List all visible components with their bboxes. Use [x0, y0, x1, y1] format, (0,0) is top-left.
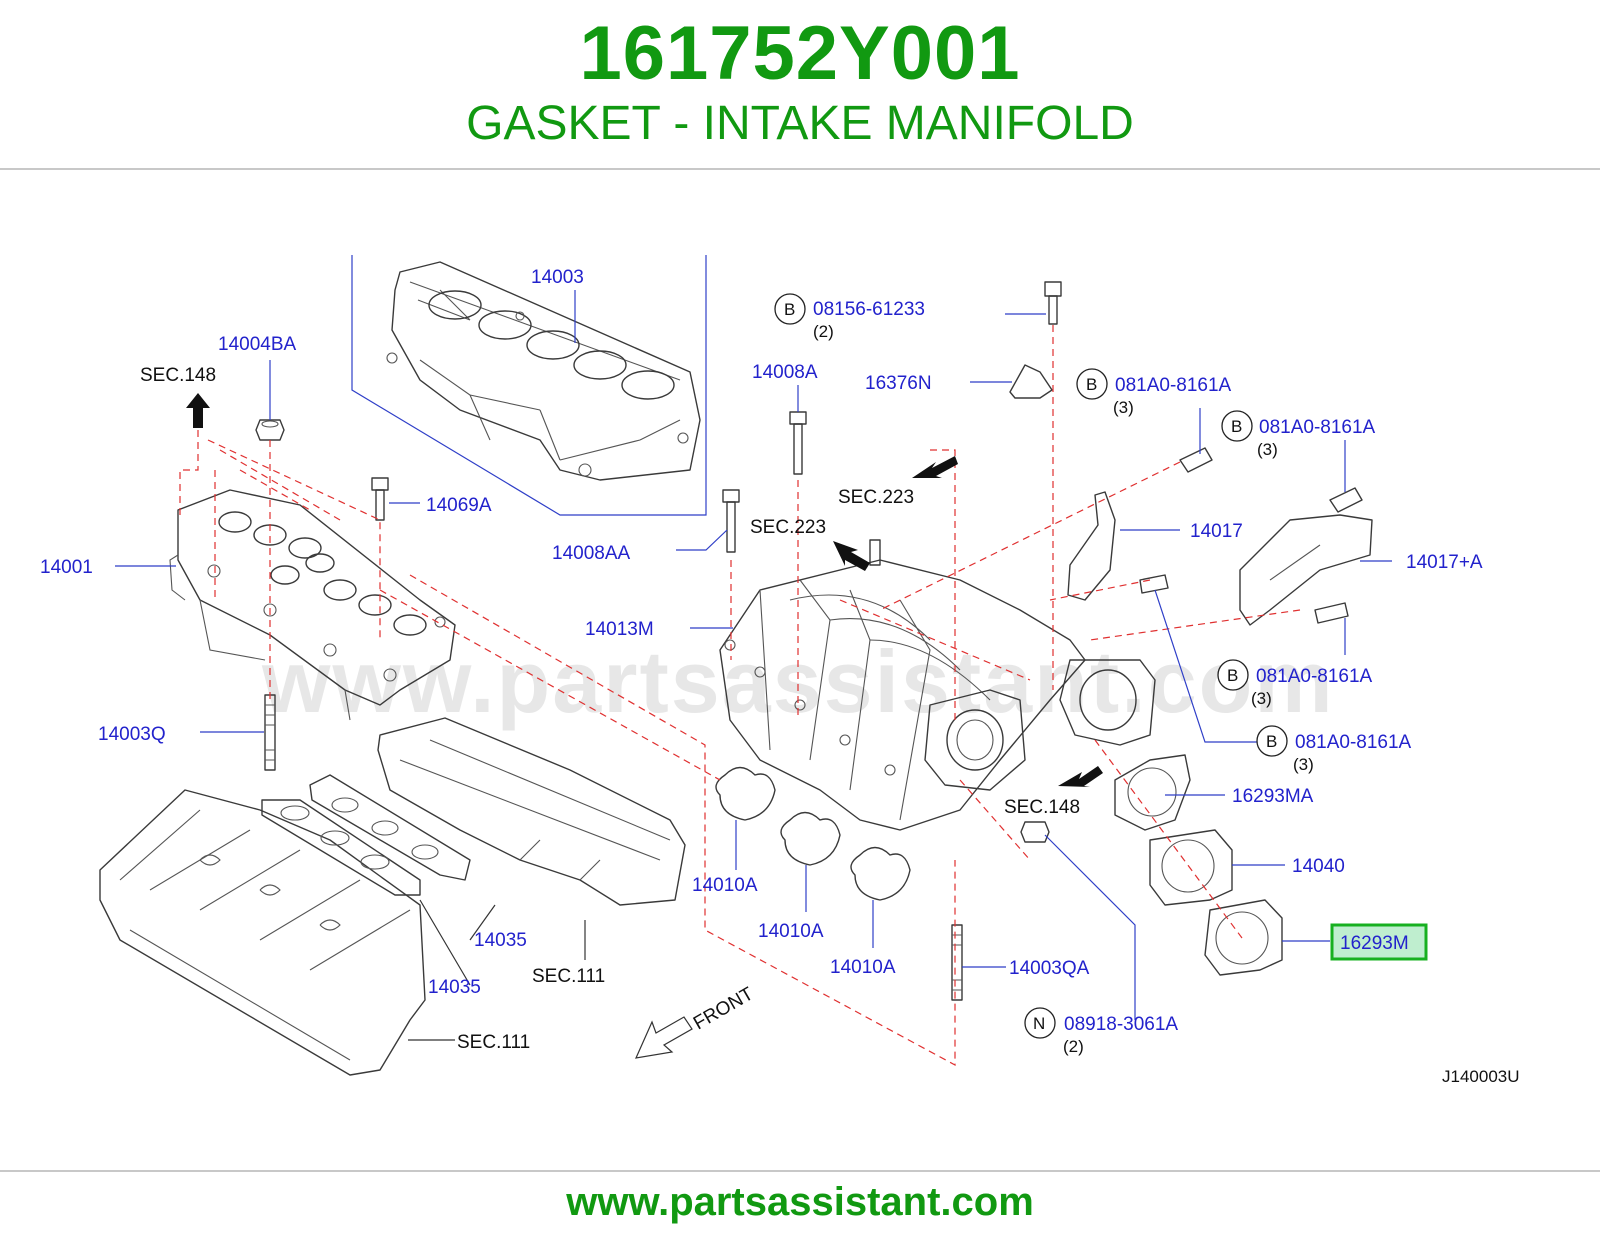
- label-16293M[interactable]: 16293M: [1340, 933, 1409, 954]
- front-label: FRONT: [690, 983, 758, 1034]
- gasket-16293MA-drawing: [1114, 754, 1191, 831]
- front-arrow[interactable]: [634, 1016, 693, 1059]
- label-14040[interactable]: 14040: [1292, 856, 1345, 877]
- qty-08918: (2): [1063, 1037, 1084, 1056]
- sec148-arrow-right: [1058, 766, 1103, 787]
- sec-148-right[interactable]: SEC.148: [1004, 797, 1080, 818]
- cylinder-head-drawing: [99, 789, 426, 1076]
- label-14017[interactable]: 14017: [1190, 521, 1243, 542]
- stud-14003QA-drawing: [951, 924, 963, 1001]
- footer-divider: [0, 1170, 1600, 1172]
- bolt-08156-drawing: [1044, 281, 1062, 325]
- badge-n-08918: [1024, 1007, 1056, 1039]
- highlight-box: [1330, 923, 1428, 961]
- sec-148-left[interactable]: SEC.148: [140, 365, 216, 386]
- badge-b-08156: [774, 293, 806, 325]
- badge-b-081A0-3: [1217, 659, 1249, 691]
- sec-223-upper[interactable]: SEC.223: [838, 487, 914, 508]
- intake-manifold-14013M-drawing: [719, 539, 1156, 831]
- label-14013M[interactable]: 14013M: [585, 619, 654, 640]
- label-14003QA[interactable]: 14003QA: [1009, 958, 1090, 979]
- badge-letter-b-08156: B: [784, 300, 795, 319]
- bracket-14017-drawing: [1067, 491, 1116, 601]
- bolts-14008-drawing: [722, 411, 807, 553]
- alignment-lines: [179, 325, 1301, 1067]
- label-081A0-8161A-2[interactable]: 081A0-8161A: [1259, 417, 1376, 438]
- badge-letter-b-081A0-2: B: [1231, 417, 1242, 436]
- label-14008AA[interactable]: 14008AA: [552, 543, 631, 564]
- diagram-code: J140003U: [1442, 1067, 1520, 1086]
- sec223-arrow-upper: [912, 456, 958, 478]
- nut-14004BA-drawing: [255, 419, 285, 441]
- badge-letter-n-08918: N: [1033, 1014, 1045, 1033]
- part-name: GASKET - INTAKE MANIFOLD: [466, 97, 1134, 150]
- label-14008A[interactable]: 14008A: [752, 362, 818, 383]
- watermark: www.partsassistant.com: [261, 632, 1335, 731]
- label-14017A[interactable]: 14017+A: [1406, 552, 1483, 573]
- qty-081A0-3: (3): [1251, 689, 1272, 708]
- label-14035-upper[interactable]: 14035: [474, 930, 527, 951]
- label-14001[interactable]: 14001: [40, 557, 93, 578]
- footer-url[interactable]: www.partsassistant.com: [566, 1180, 1034, 1224]
- label-14003[interactable]: 14003: [531, 267, 584, 288]
- qty-081A0-1: (3): [1113, 398, 1134, 417]
- badge-letter-b-081A0-1: B: [1086, 375, 1097, 394]
- label-081A0-8161A-3[interactable]: 081A0-8161A: [1256, 666, 1373, 687]
- label-08918-3061A[interactable]: 08918-3061A: [1064, 1014, 1178, 1035]
- label-081A0-8161A-1[interactable]: 081A0-8161A: [1115, 375, 1232, 396]
- bolts-081A0-drawing: [1139, 447, 1363, 624]
- sec-111-low[interactable]: SEC.111: [457, 1032, 530, 1053]
- label-14069A[interactable]: 14069A: [426, 495, 492, 516]
- label-16376N[interactable]: 16376N: [865, 373, 932, 394]
- sec-223-lower[interactable]: SEC.223: [750, 517, 826, 538]
- badge-letter-b-081A0-3: B: [1227, 666, 1238, 685]
- label-14035-lower[interactable]: 14035: [428, 977, 481, 998]
- qty-081A0-4: (3): [1293, 755, 1314, 774]
- badge-b-081A0-4: [1256, 725, 1288, 757]
- part-number: 161752Y001: [579, 11, 1021, 96]
- bracket-14017A-drawing: [1239, 514, 1373, 626]
- header-divider: [0, 168, 1600, 170]
- sec223-arrow-lower: [833, 541, 870, 571]
- page-header: 161752Y001 GASKET - INTAKE MANIFOLD: [0, 0, 1600, 168]
- gasket-14035-drawing: [261, 774, 471, 896]
- badge-letter-b-081A0-4: B: [1266, 732, 1277, 751]
- leader-lines: [115, 290, 1392, 1041]
- nut-08918-drawing: [1020, 821, 1050, 843]
- label-14003Q[interactable]: 14003Q: [98, 724, 166, 745]
- label-14010A-2[interactable]: 14010A: [758, 921, 824, 942]
- spacer-14040-drawing: [1149, 829, 1233, 906]
- badge-b-081A0-1: [1076, 368, 1108, 400]
- sec148-up-arrow: [186, 393, 210, 428]
- intake-manifold-14001-drawing: [169, 489, 456, 721]
- badge-b-081A0-2: [1221, 410, 1253, 442]
- bolt-14069A-drawing: [371, 477, 389, 521]
- label-14004BA[interactable]: 14004BA: [218, 334, 297, 355]
- label-16293MA[interactable]: 16293MA: [1232, 786, 1314, 807]
- gasket-16293M-drawing: [1204, 899, 1283, 976]
- sec-111-mid[interactable]: SEC.111: [532, 966, 605, 987]
- bracket-16376N-drawing: [1009, 364, 1053, 399]
- label-14010A-3[interactable]: 14010A: [830, 957, 896, 978]
- label-08156-61233[interactable]: 08156-61233: [813, 299, 925, 320]
- gaskets-14010A-drawing: [715, 766, 911, 901]
- upper-intake-manifold-drawing: [351, 255, 707, 516]
- label-081A0-8161A-4[interactable]: 081A0-8161A: [1295, 732, 1412, 753]
- rocker-cover-drawing: [377, 717, 686, 906]
- label-14010A-1[interactable]: 14010A: [692, 875, 758, 896]
- qty-08156: (2): [813, 322, 834, 341]
- qty-081A0-2: (3): [1257, 440, 1278, 459]
